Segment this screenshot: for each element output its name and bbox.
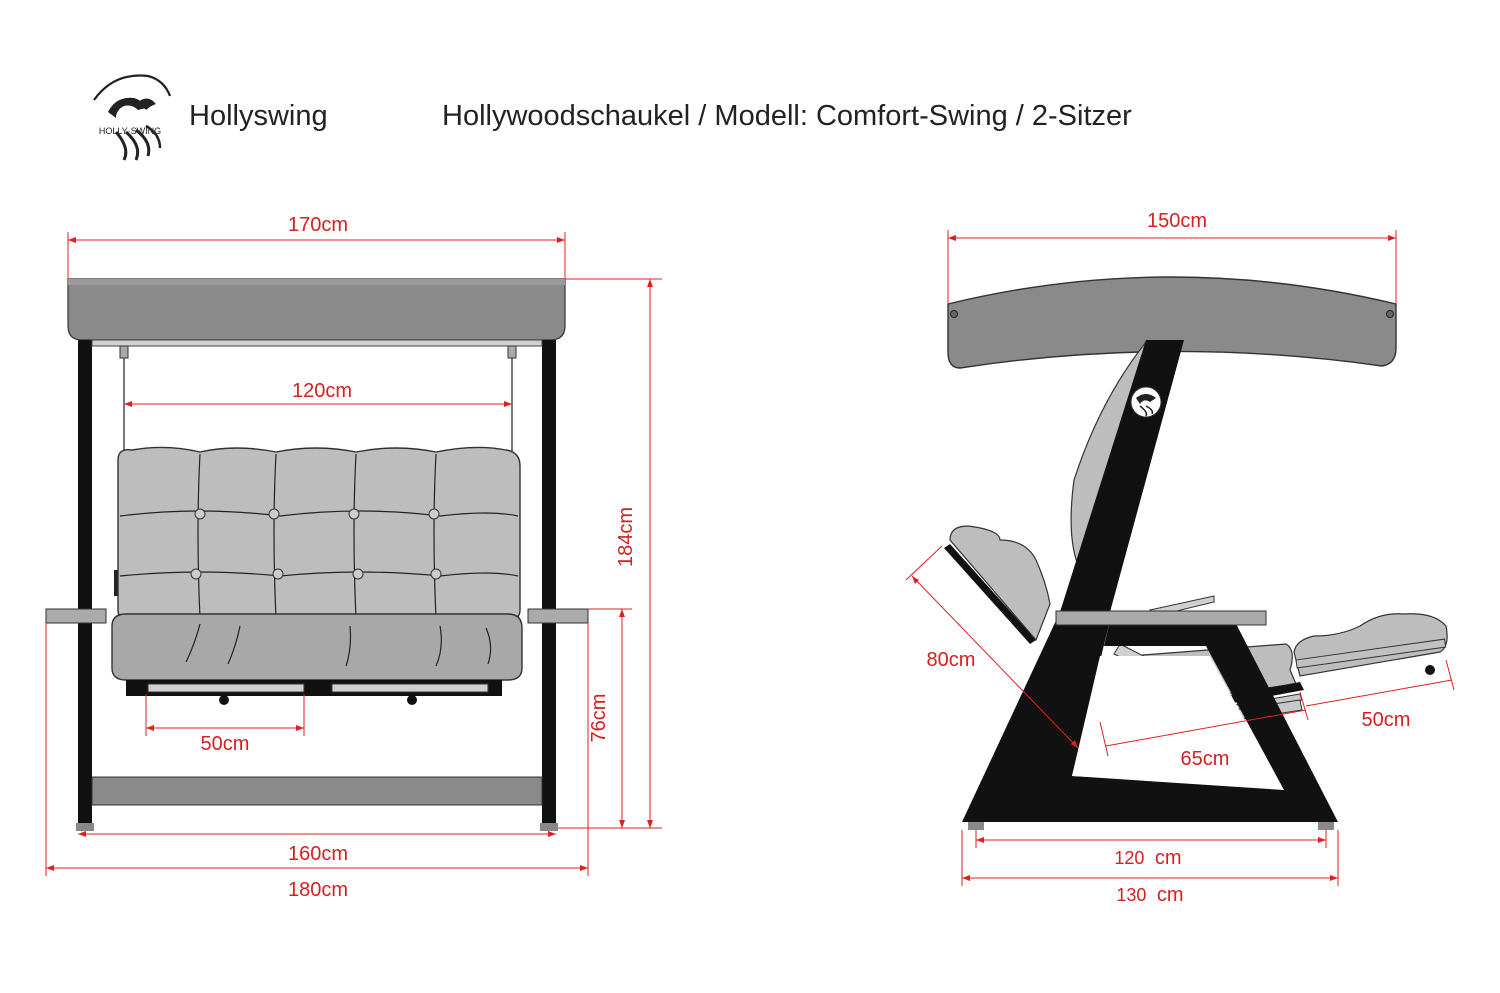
- front-dim-base-width: 160cm: [288, 843, 348, 865]
- side-dim-footrest-length: 50cm: [1362, 709, 1411, 731]
- side-dim-base-outer-number: 130: [1116, 885, 1146, 905]
- side-dim-base-outer-unit: cm: [1157, 884, 1184, 906]
- front-dim-armrest-height: 76cm: [588, 694, 610, 743]
- side-dim-backrest-length: 80cm: [927, 649, 976, 671]
- side-dim-seat-length: 65cm: [1181, 748, 1230, 770]
- brand-name: Hollyswing: [189, 100, 328, 132]
- side-dim-base-inner-unit: cm: [1155, 847, 1182, 869]
- front-dim-cushion-depth: 50cm: [201, 733, 250, 755]
- holly-swing-logo: HOLLY·SWING: [93, 74, 172, 161]
- page-title: Hollywoodschaukel / Modell: Comfort-Swin…: [442, 100, 1132, 132]
- front-dim-total-width: 180cm: [288, 879, 348, 901]
- logo-text: HOLLY·SWING: [99, 126, 161, 136]
- front-view-drawing: 170cm 120cm 50cm 184cm 76cm 160cm 180cm: [45, 214, 662, 901]
- side-view-drawing: 150cm 80cm 65cm 50cm 120 cm 130 cm: [905, 210, 1455, 906]
- side-dim-base-outer: 130 cm: [1116, 884, 1183, 906]
- front-dim-canopy-width: 170cm: [288, 214, 348, 236]
- side-dim-canopy-width: 150cm: [1147, 210, 1207, 232]
- side-dim-base-inner: 120 cm: [1114, 847, 1181, 869]
- front-dim-total-height: 184cm: [615, 507, 637, 567]
- front-dim-seat-width: 120cm: [292, 380, 352, 402]
- side-dim-base-inner-number: 120: [1114, 848, 1144, 868]
